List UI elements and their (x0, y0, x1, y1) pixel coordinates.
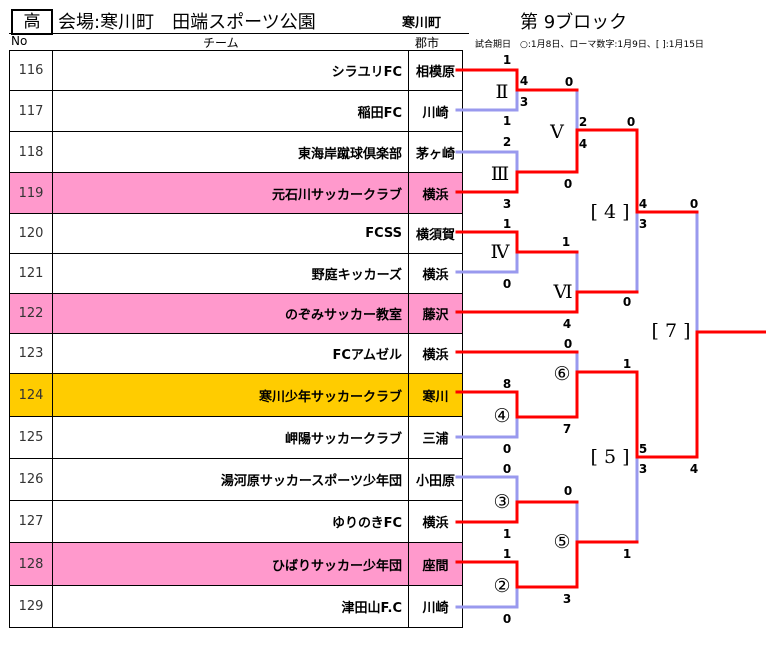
team-name: 岬陽サッカークラブ (52, 416, 409, 459)
team-city: 川崎 (408, 90, 463, 132)
score-label: 3 (638, 462, 648, 476)
team-name: FCSS (52, 213, 409, 254)
score-label: 3 (519, 95, 529, 109)
town-label: 寒川町 (402, 16, 442, 31)
team-no: 127 (9, 500, 53, 543)
score-label: 0 (689, 197, 699, 211)
score-label: 1 (502, 527, 512, 541)
team-name: シラユリFC (52, 50, 409, 91)
team-no: 122 (9, 293, 53, 334)
score-label: 2 (578, 115, 588, 129)
score-label: 0 (502, 462, 512, 476)
score-label: 3 (502, 197, 512, 211)
date-legend: 試合期日 ○:1月8日、ローマ数字:1月9日、[ ]:1月15日 (475, 40, 704, 50)
team-city: 横須賀 (408, 213, 463, 254)
col-team-header: チーム (203, 36, 239, 50)
score-label: 0 (502, 442, 512, 456)
score-label: 1 (622, 357, 632, 371)
score-label: 1 (502, 547, 512, 561)
score-label: 2 (502, 135, 512, 149)
score-label: 4 (689, 462, 699, 476)
match-label: ⑥ (553, 363, 571, 385)
match-label: Ⅳ (490, 241, 510, 263)
match-label: [ 7 ] (651, 320, 691, 342)
match-label: Ⅵ (553, 281, 573, 303)
team-city: 横浜 (408, 333, 463, 374)
match-label: [ 4 ] (590, 201, 630, 223)
score-label: 1 (561, 235, 571, 249)
score-label: 3 (638, 217, 648, 231)
score-label: 4 (578, 137, 588, 151)
score-label: 7 (562, 422, 572, 436)
match-label: [ 5 ] (590, 446, 630, 468)
score-label: 1 (502, 217, 512, 231)
team-no: 120 (9, 213, 53, 254)
score-label: 1 (502, 114, 512, 128)
team-name: ゆりのきFC (52, 500, 409, 543)
match-label: Ⅱ (495, 81, 509, 103)
score-label: 3 (562, 592, 572, 606)
score-label: 0 (626, 115, 636, 129)
score-label: 1 (502, 53, 512, 67)
team-no: 129 (9, 585, 53, 628)
match-label: ② (493, 575, 511, 597)
score-label: 0 (564, 75, 574, 89)
header-divider (9, 33, 469, 34)
col-no-header: No (11, 34, 28, 48)
match-label: Ⅴ (550, 121, 564, 143)
team-city: 茅ヶ崎 (408, 131, 463, 173)
match-label: ④ (493, 405, 511, 427)
team-name: 稲田FC (52, 90, 409, 132)
block-title: 第 9ブロック (520, 12, 628, 33)
match-label: ⑤ (553, 531, 571, 553)
score-label: 5 (638, 442, 648, 456)
score-label: 0 (563, 484, 573, 498)
match-label: ③ (493, 491, 511, 513)
match-label: Ⅲ (490, 163, 510, 185)
score-label: 0 (563, 177, 573, 191)
score-label: 0 (502, 277, 512, 291)
team-name: ひばりサッカー少年団 (52, 542, 409, 586)
team-city: 横浜 (408, 172, 463, 214)
score-label: 0 (563, 337, 573, 351)
team-no: 126 (9, 458, 53, 501)
team-no: 128 (9, 542, 53, 586)
team-city: 横浜 (408, 253, 463, 294)
score-label: 4 (519, 74, 529, 88)
team-no: 124 (9, 373, 53, 417)
team-name: 寒川少年サッカークラブ (52, 373, 409, 417)
score-label: 0 (622, 295, 632, 309)
team-city: 座間 (408, 542, 463, 586)
team-no: 119 (9, 172, 53, 214)
score-label: 4 (562, 317, 572, 331)
col-city-header: 郡市 (415, 36, 440, 50)
grade-label: 高 (11, 9, 53, 35)
team-name: 東海岸蹴球倶楽部 (52, 131, 409, 173)
score-label: 0 (502, 612, 512, 626)
venue-title: 会場:寒川町 田端スポーツ公園 (58, 12, 316, 33)
score-label: 8 (502, 377, 512, 391)
team-name: 湯河原サッカースポーツ少年団 (52, 458, 409, 501)
team-no: 125 (9, 416, 53, 459)
score-label: 4 (638, 197, 648, 211)
team-name: 津田山F.C (52, 585, 409, 628)
team-city: 小田原 (408, 458, 463, 501)
score-label: 1 (622, 547, 632, 561)
team-no: 116 (9, 50, 53, 91)
team-name: 元石川サッカークラブ (52, 172, 409, 214)
